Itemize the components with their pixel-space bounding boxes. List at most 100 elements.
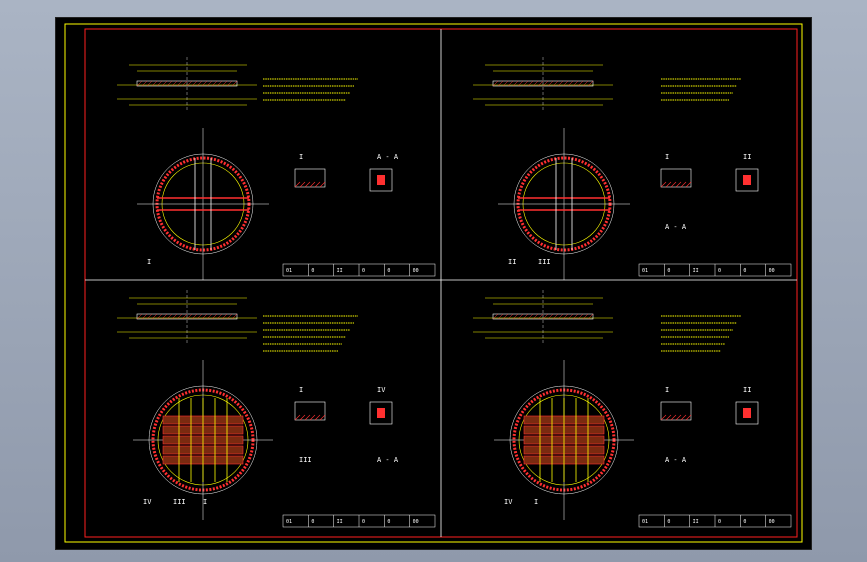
hatch-stroke — [186, 313, 193, 320]
title-block-cell: 0 — [667, 519, 670, 525]
hatch-stroke — [299, 181, 306, 188]
hatch-stroke — [206, 80, 213, 87]
hatch-stroke — [141, 80, 148, 87]
title-block-cell: II — [693, 268, 699, 274]
hatch-stroke — [161, 313, 168, 320]
section-label: A - A — [377, 153, 399, 161]
hatch-stroke — [517, 80, 524, 87]
hatch-stroke — [522, 313, 529, 320]
mark-label: I — [147, 258, 151, 266]
title-block-cell: 00 — [769, 268, 775, 274]
section-label: A - A — [665, 456, 687, 464]
hatch-stroke — [299, 414, 306, 421]
hatch-stroke — [562, 313, 569, 320]
section-label: II — [743, 153, 751, 161]
mark-label: III — [538, 258, 551, 266]
mark-label: IV — [143, 498, 152, 506]
mark-label: II — [508, 258, 516, 266]
hatch-stroke — [304, 181, 311, 188]
hatch-stroke — [221, 80, 228, 87]
hatch-stroke — [537, 313, 544, 320]
hatch-stroke — [542, 80, 549, 87]
hatch-stroke — [502, 80, 509, 87]
detail-section — [735, 401, 759, 425]
hatch-stroke — [522, 80, 529, 87]
hatch-stroke — [527, 80, 534, 87]
mark-label: III — [173, 498, 186, 506]
title-block-cell: 01 — [642, 268, 648, 274]
hatch-stroke — [309, 181, 316, 188]
hatch-stroke — [577, 80, 584, 87]
hatch-stroke — [552, 313, 559, 320]
hatch-stroke — [517, 313, 524, 320]
detail-section — [369, 401, 393, 425]
hatch-stroke — [587, 80, 594, 87]
hatch-stroke — [582, 80, 589, 87]
hatch-stroke — [512, 80, 519, 87]
hatch-stroke — [492, 80, 499, 87]
hatch-stroke — [151, 313, 158, 320]
hatch-stroke — [196, 80, 203, 87]
hatch-stroke — [186, 80, 193, 87]
title-block-cell: 0 — [387, 268, 390, 274]
hatch-stroke — [547, 80, 554, 87]
title-block-cell: 00 — [413, 519, 419, 525]
hatch-stroke — [146, 313, 153, 320]
mark-label: IV — [504, 498, 513, 506]
hatch-stroke — [201, 313, 208, 320]
hatch-stroke — [141, 313, 148, 320]
hatch-stroke — [181, 313, 188, 320]
hatch-stroke — [675, 414, 682, 421]
detail-fill — [743, 408, 751, 418]
hatch-stroke — [136, 313, 143, 320]
hatch-stroke — [557, 80, 564, 87]
title-block-cell: 00 — [769, 519, 775, 525]
hatch-stroke — [211, 313, 218, 320]
hatch-stroke — [507, 80, 514, 87]
hatch-stroke — [587, 313, 594, 320]
hatch-stroke — [492, 313, 499, 320]
title-block-cell: 0 — [718, 268, 721, 274]
hatch-stroke — [216, 313, 223, 320]
detail-fill — [743, 175, 751, 185]
hatch-stroke — [572, 80, 579, 87]
hatch-stroke — [166, 80, 173, 87]
section-label: A - A — [665, 223, 687, 231]
hatch-stroke — [314, 414, 321, 421]
hatch-stroke — [670, 414, 677, 421]
hatch-stroke — [191, 313, 198, 320]
detail-section — [294, 401, 326, 421]
hatch-stroke — [196, 313, 203, 320]
hatch-stroke — [181, 80, 188, 87]
hatch-stroke — [577, 313, 584, 320]
hatch-stroke — [670, 181, 677, 188]
mark-label: I — [203, 498, 207, 506]
section-label: IV — [377, 386, 386, 394]
hatch-stroke — [156, 80, 163, 87]
title-block-cell: 0 — [387, 519, 390, 525]
title-block-cell: II — [337, 268, 343, 274]
hatch-stroke — [151, 80, 158, 87]
hatch-stroke — [562, 80, 569, 87]
hatch-stroke — [191, 80, 198, 87]
hatch-stroke — [216, 80, 223, 87]
hatch-stroke — [557, 313, 564, 320]
detail-fill — [377, 408, 385, 418]
hatch-stroke — [665, 181, 672, 188]
hatch-stroke — [314, 181, 321, 188]
hatch-stroke — [680, 414, 687, 421]
hatch-stroke — [136, 80, 143, 87]
hatch-stroke — [532, 80, 539, 87]
title-block-cell: 0 — [667, 268, 670, 274]
title-block-cell: II — [693, 519, 699, 525]
hatch-stroke — [226, 80, 233, 87]
hatch-stroke — [201, 80, 208, 87]
title-block-cell: 0 — [362, 268, 365, 274]
hatch-stroke — [497, 80, 504, 87]
hatch-stroke — [161, 80, 168, 87]
hatch-stroke — [532, 313, 539, 320]
